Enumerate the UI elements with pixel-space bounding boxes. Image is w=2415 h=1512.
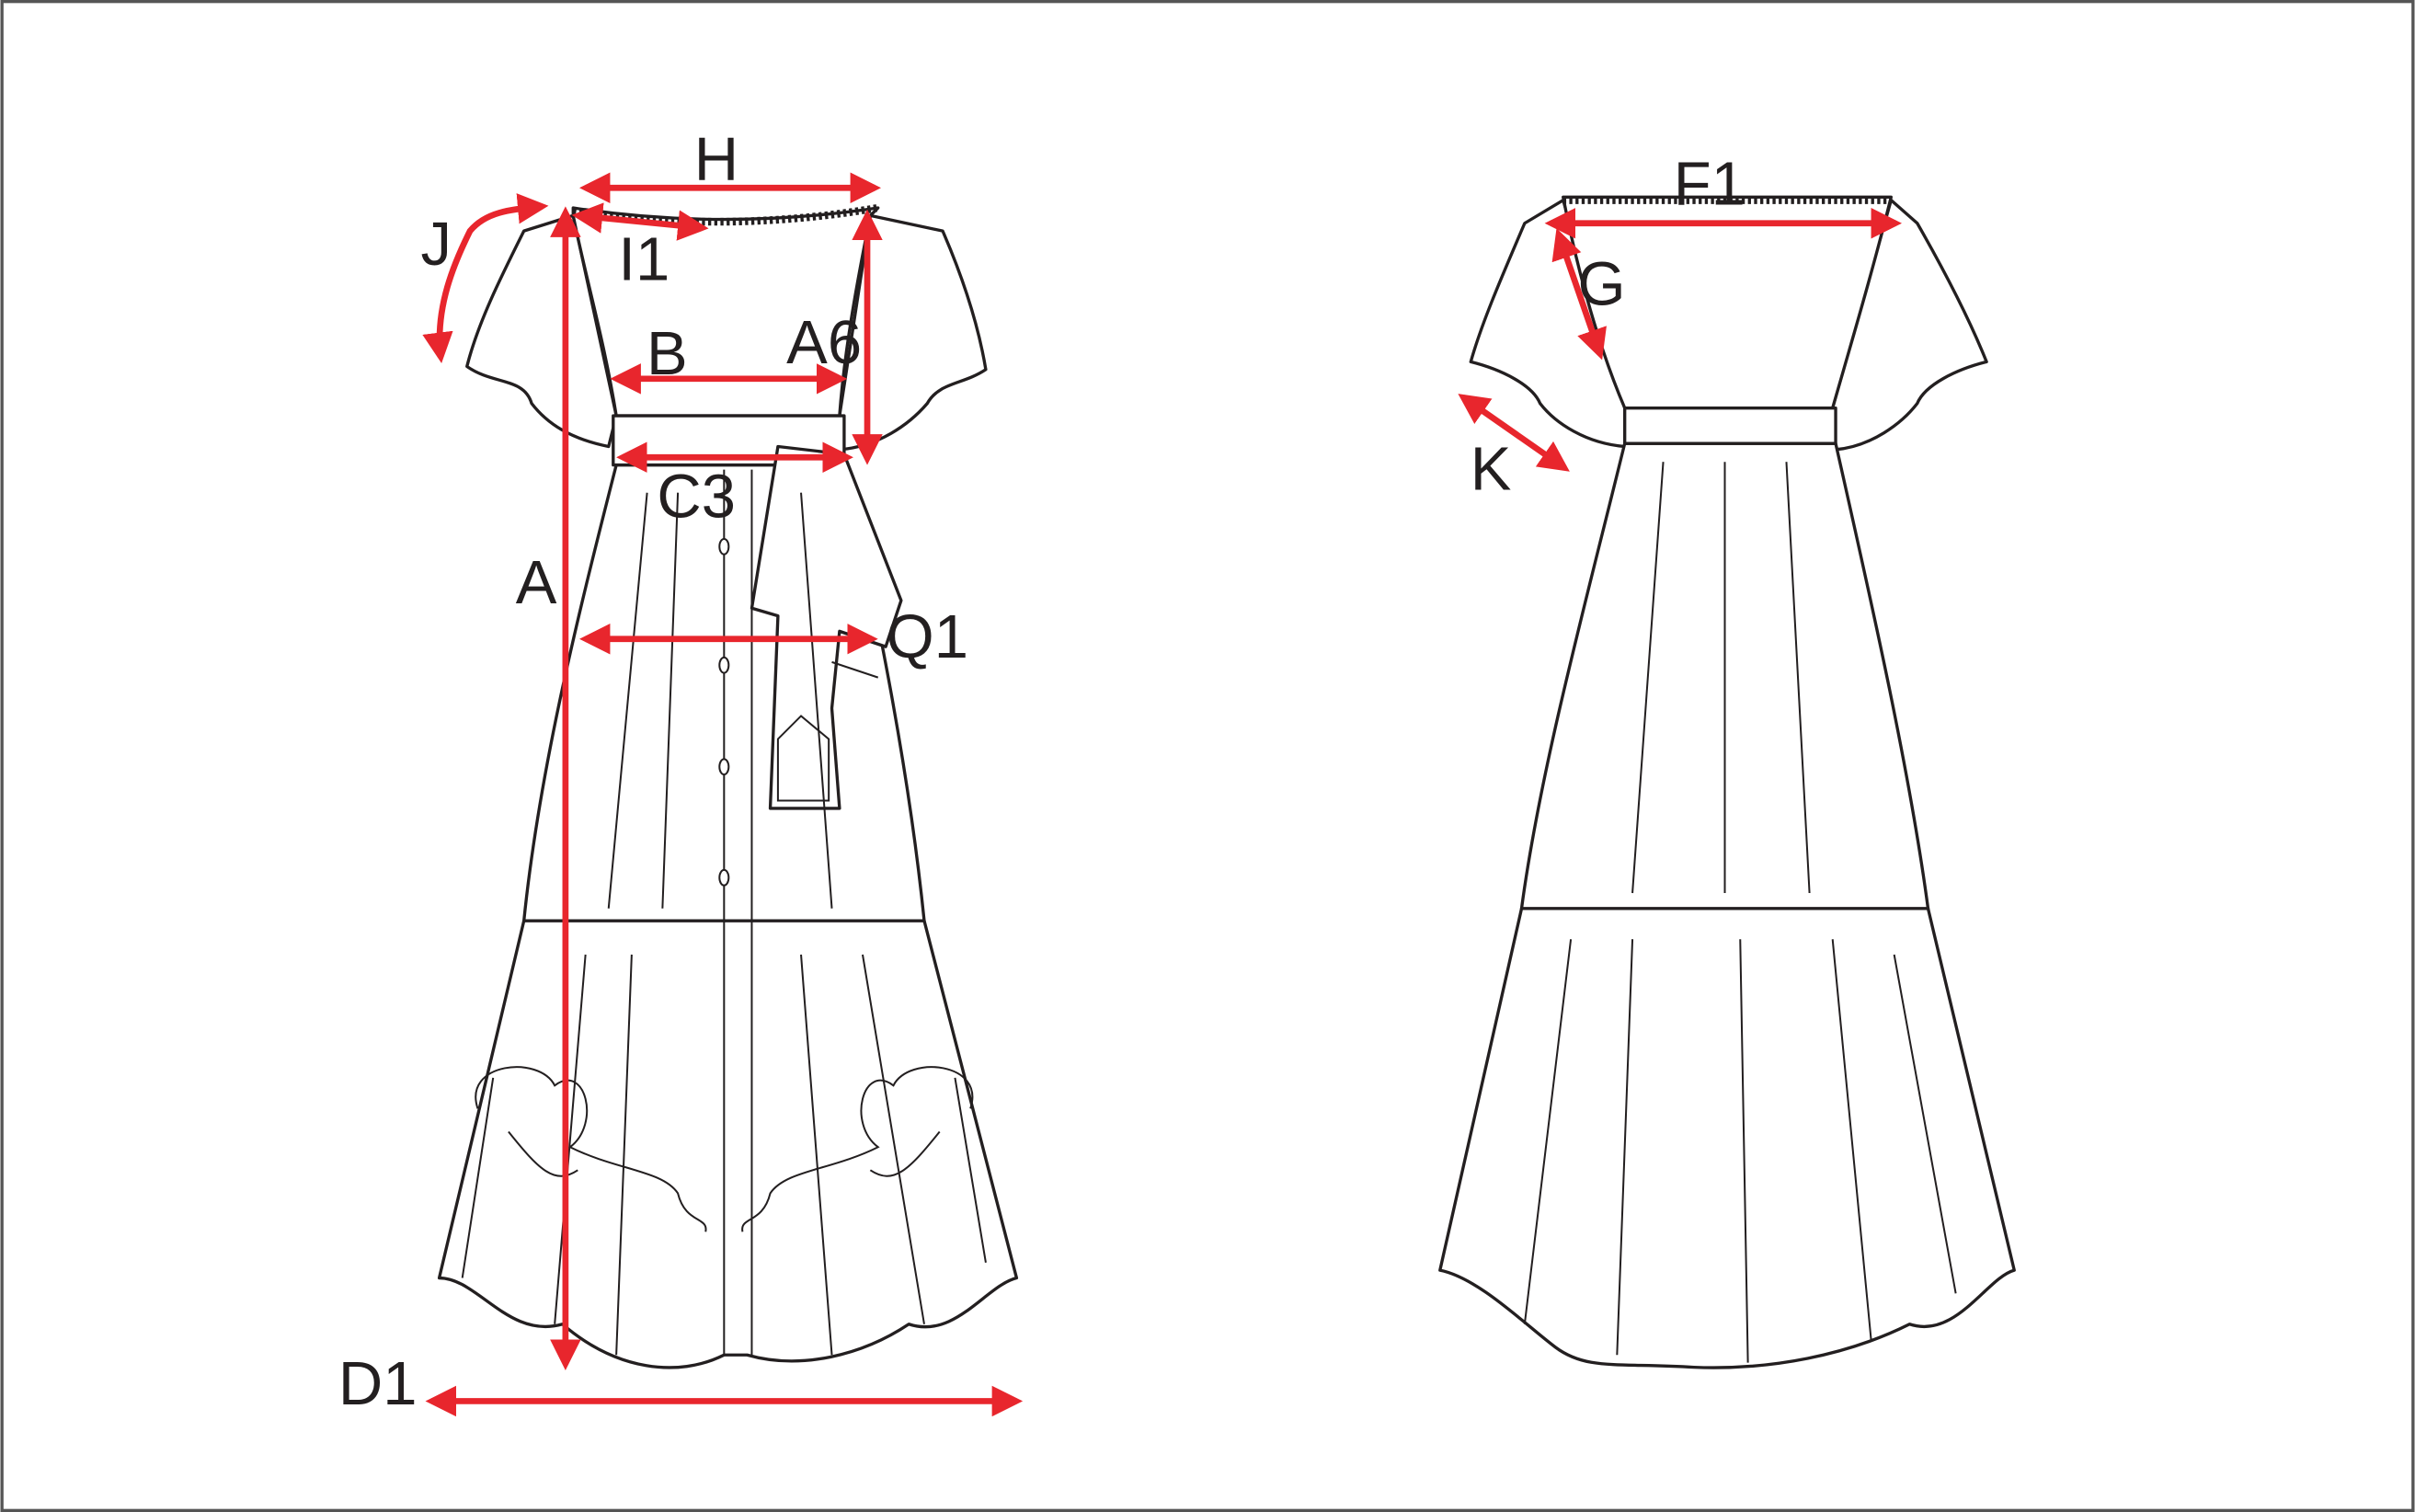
- back-skirt-folds: [1523, 462, 1957, 1363]
- label-g: G: [1578, 249, 1626, 318]
- label-k: K: [1471, 434, 1512, 503]
- label-f1: F1: [1674, 150, 1745, 219]
- front-measurements: H J I1 B A6 C3 A Q1 D1: [338, 125, 1024, 1418]
- front-button-placket: [723, 469, 753, 1356]
- front-embroidery-right: [741, 1066, 974, 1232]
- label-h: H: [694, 125, 738, 194]
- label-q1: Q1: [887, 602, 968, 671]
- label-d1: D1: [338, 1349, 418, 1418]
- back-lower-skirt: [1438, 907, 2016, 1369]
- sash-embroidery: [776, 660, 879, 802]
- back-dress-sketch: [1438, 195, 2016, 1369]
- back-left-sleeve: [1469, 198, 1627, 449]
- label-a: A: [516, 548, 557, 617]
- back-waistband: [1623, 406, 1837, 445]
- measure-k-arrow: [1458, 394, 1570, 472]
- label-b: B: [647, 319, 688, 388]
- front-buttons: [718, 537, 730, 887]
- label-a6: A6: [786, 308, 862, 377]
- label-c3: C3: [657, 463, 736, 532]
- measure-j-arrow: [422, 193, 549, 364]
- back-right-sleeve: [1831, 198, 1988, 452]
- label-j: J: [421, 210, 452, 279]
- back-measurements: F1 G K: [1458, 150, 1903, 503]
- measure-i1-arrow: [571, 202, 709, 241]
- front-neck-elastic: [572, 203, 879, 226]
- label-i1: I1: [618, 225, 670, 294]
- measure-g-arrow: [1551, 228, 1607, 361]
